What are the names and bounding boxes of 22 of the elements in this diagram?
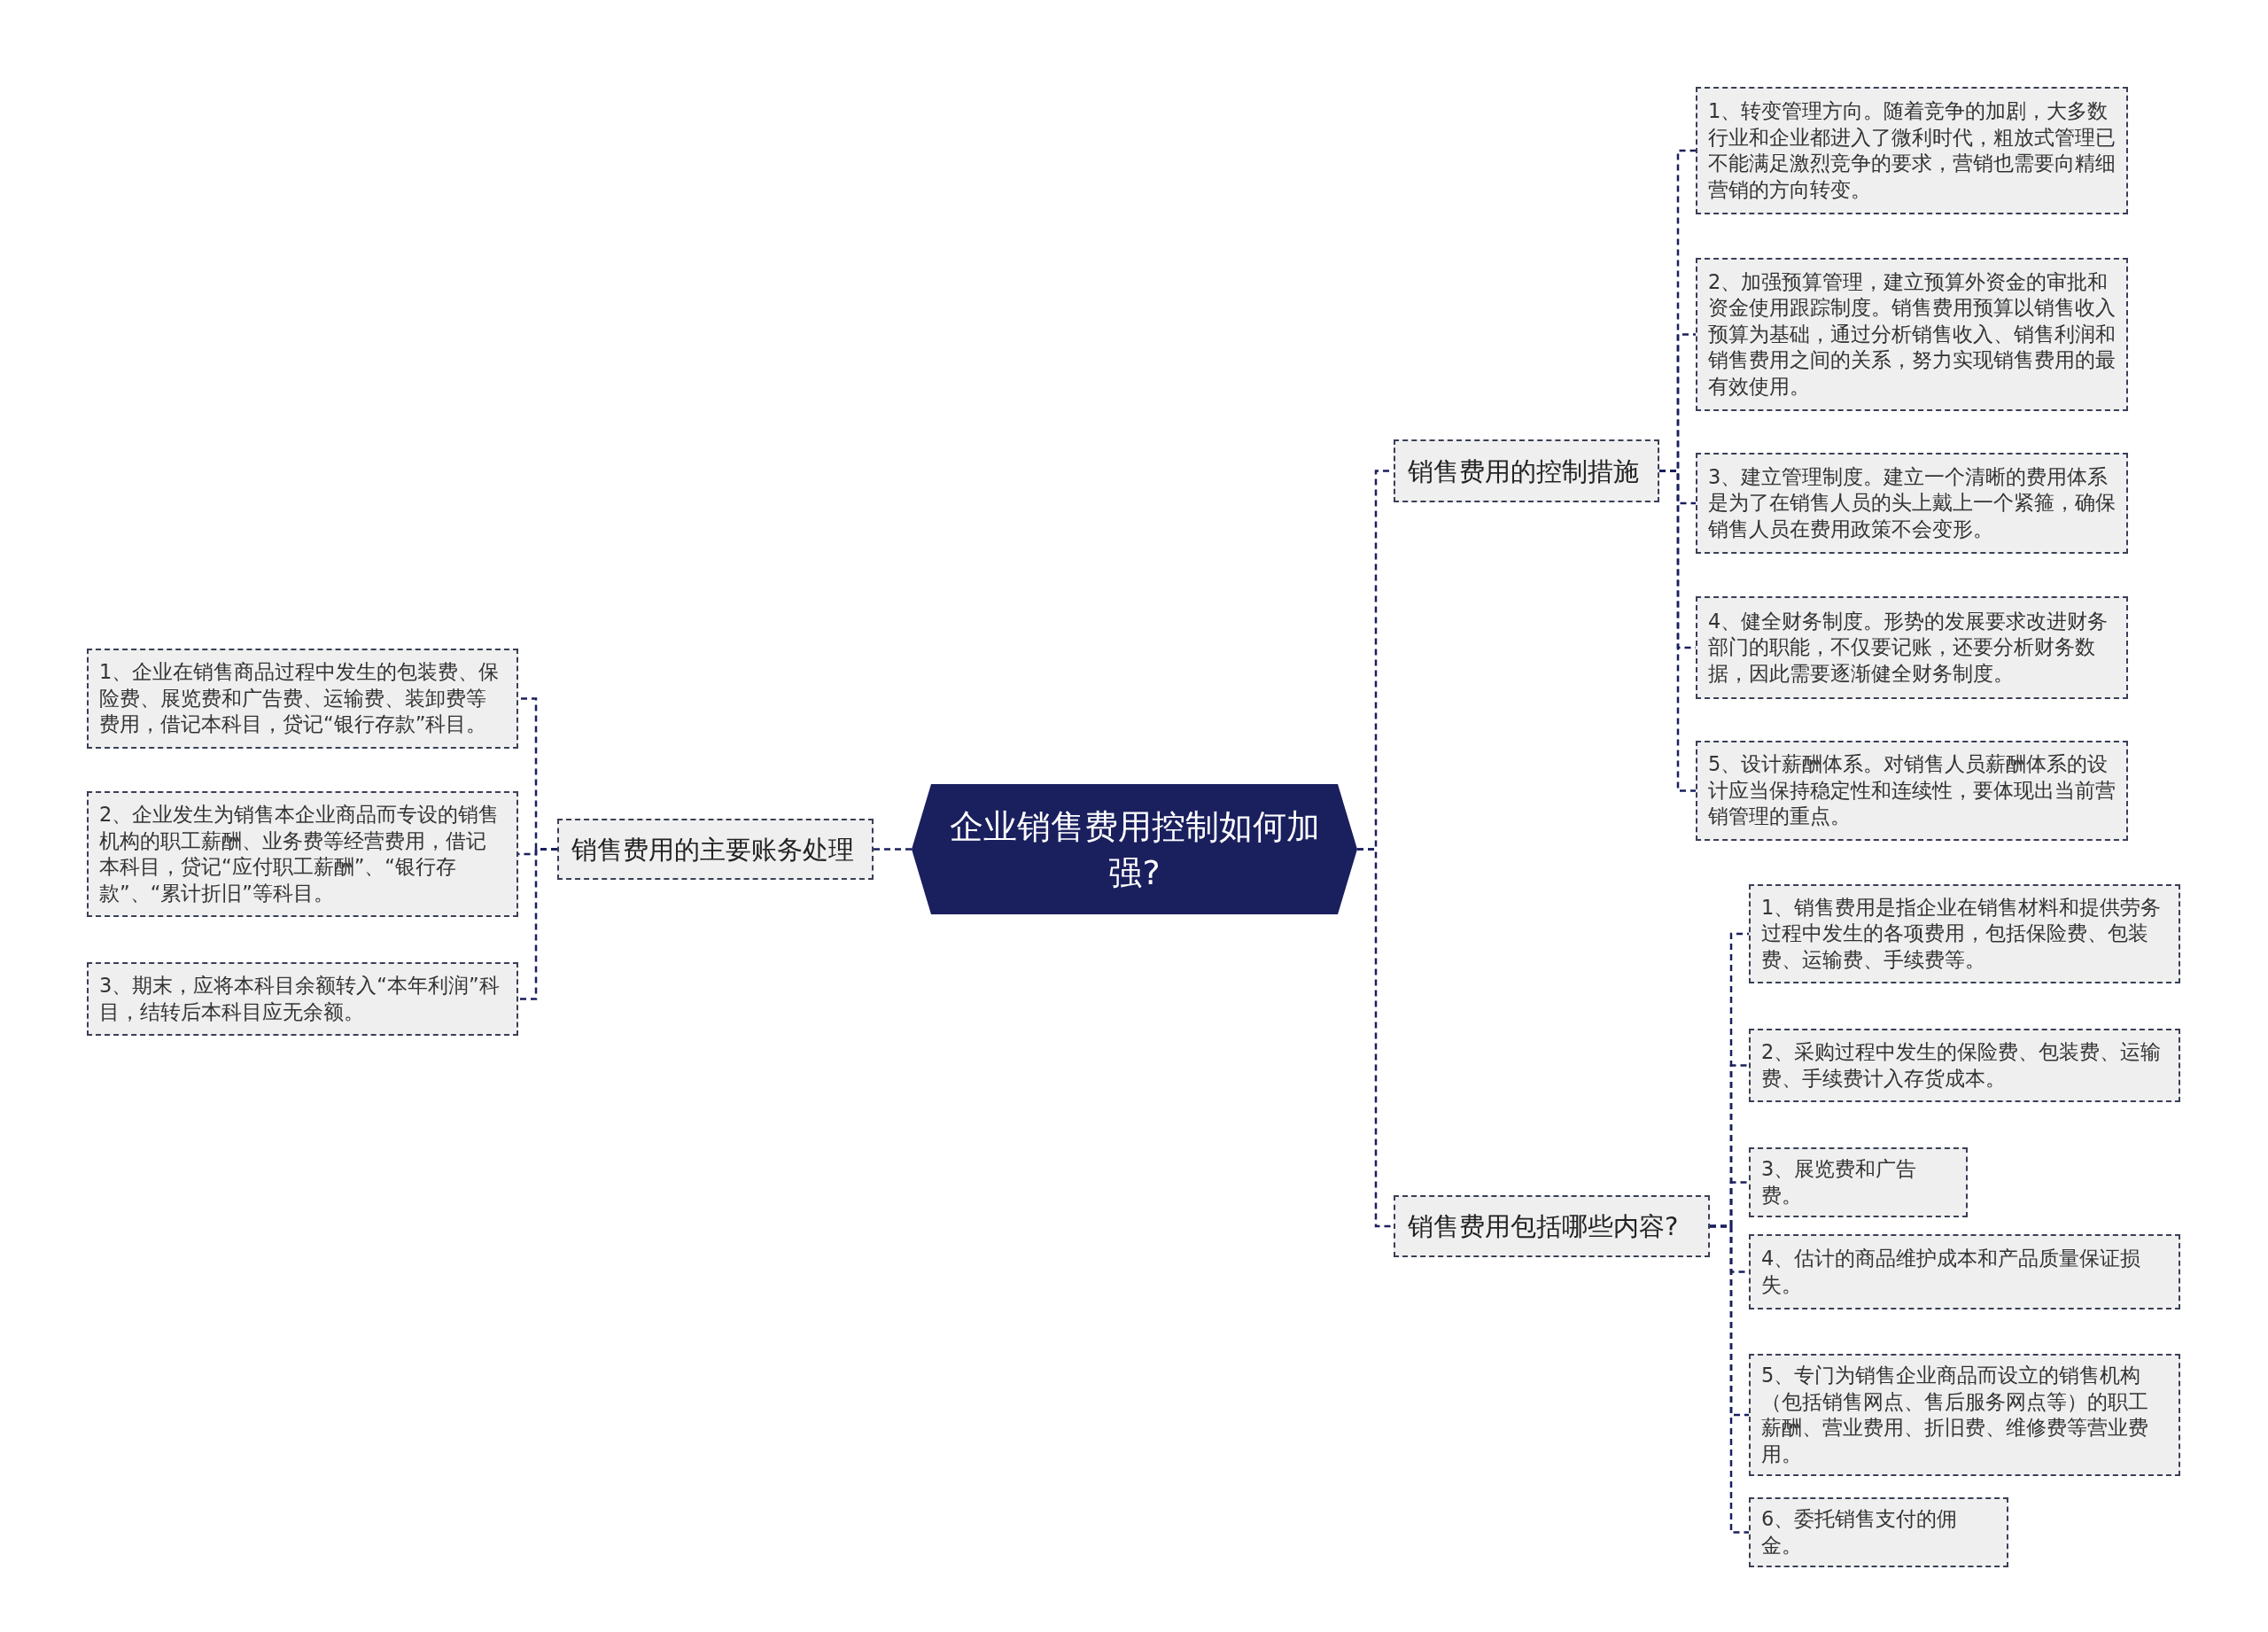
text-box: 5、专门为销售企业商品而设立的销售机构（包括销售网点、售后服务网点等）的职工薪酬、营业费用、折旧费、维修费等营业费用。 [1749,1354,2180,1476]
text-box: 3、期末，应将本科目余额转入“本年利润”科目，结转后本科目应无余额。 [87,962,518,1036]
text-box: 3、展览费和广告费。 [1749,1147,1968,1217]
topic-box: 销售费用的主要账务处理 [557,819,874,880]
text-box: 1、企业在销售商品过程中发生的包装费、保险费、展览费和广告费、运输费、装卸费等费用，借记本科目，贷记“银行存款”科目。 [87,649,518,749]
text-box: 2、加强预算管理，建立预算外资金的审批和资金使用跟踪制度。销售费用预算以销售收入预算为基础，通过分析销售收入、销售利润和销售费用之间的关系，努力实现销售费用的最有效使用。 [1696,258,2128,411]
text-box: 2、企业发生为销售本企业商品而专设的销售机构的职工薪酬、业务费等经营费用，借记本科目，贷记“应付职工薪酬”、“银行存款”、“累计折旧”等科目。 [87,791,518,917]
text-box: 4、健全财务制度。形势的发展要求改进财务部门的职能，不仅要记账，还要分析财务数据，因此需要逐渐健全财务制度。 [1696,596,2128,699]
text-box: 1、转变管理方向。随着竞争的加剧，大多数行业和企业都进入了微利时代，粗放式管理已不能满足激烈竞争的要求，营销也需要向精细营销的方向转变。 [1696,87,2128,214]
text-box: 3、建立管理制度。建立一个清晰的费用体系是为了在销售人员的头上戴上一个紧箍，确保销售人员在费用政策不会变形。 [1696,453,2128,554]
topic-box: 销售费用的控制措施 [1394,439,1659,502]
connector-line [518,848,557,1000]
topic-box: 销售费用包括哪些内容? [1394,1195,1710,1257]
text-box: 2、采购过程中发生的保险费、包装费、运输费、手续费计入存货成本。 [1749,1029,2180,1102]
connector-line [874,848,912,851]
text-box: 5、设计薪酬体系。对销售人员薪酬体系的设计应当保持稳定性和连续性，要体现出当前营销管理的重点。 [1696,741,2128,841]
connector-line [1659,470,1696,792]
connector-line [1357,848,1394,1228]
text-box: 4、估计的商品维护成本和产品质量保证损失。 [1749,1234,2180,1309]
text-box: 1、销售费用是指企业在销售材料和提供劳务过程中发生的各项费用，包括保险费、包装费、运输费、手续费等。 [1749,884,2180,983]
connector-line [1710,1224,1749,1534]
text-box: 6、委托销售支付的佣金。 [1749,1497,2008,1567]
